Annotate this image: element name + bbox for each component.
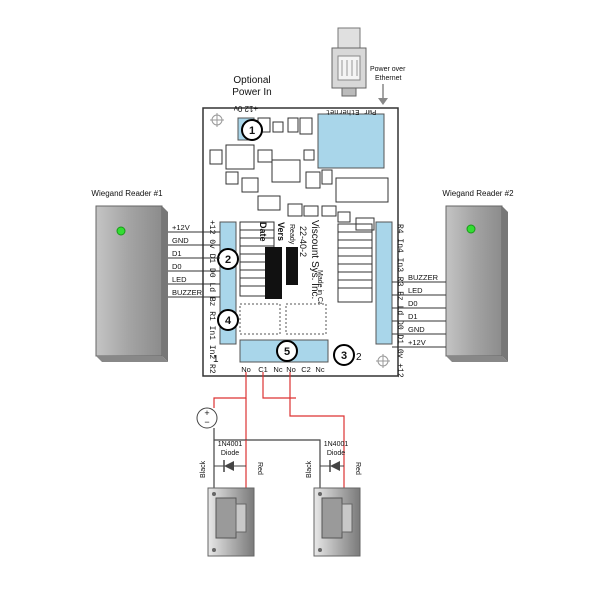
strike2-red: Red <box>354 462 361 475</box>
callout-circle <box>217 309 239 331</box>
optional-power-line1: Optional <box>233 75 270 86</box>
callouts: 1 2 3 4 5 <box>217 119 355 366</box>
diode-1-icon <box>214 460 246 472</box>
callout-number: 4 <box>225 315 232 327</box>
strike1-black: Black <box>200 460 207 478</box>
diode2-line1: 1N4001 <box>324 441 349 448</box>
relay-label: C1 <box>258 365 268 374</box>
board-ready: Ready <box>288 224 295 245</box>
callout-circle <box>276 340 298 362</box>
reader1-wire-label: +12V <box>172 223 190 232</box>
board-company: Viscount Sys. Inc. <box>309 220 320 299</box>
chip-1 <box>265 247 282 299</box>
optional-power-line2: Power In <box>232 87 271 98</box>
board-top-label: +12 0v <box>234 104 258 113</box>
controller-board: +12 0v Pwr Ethernet <box>202 104 404 378</box>
supply-minus: − <box>204 417 209 427</box>
relay-label: Nc <box>273 365 282 374</box>
callout-number: 1 <box>249 125 255 137</box>
poe-label-line2: Ethernet <box>375 75 402 82</box>
board-made-in: Made in Canada <box>316 270 323 321</box>
callout-circle <box>241 119 263 141</box>
reader2-wire-label: BUZZER <box>408 273 439 282</box>
relays <box>239 303 327 335</box>
strike1-red: Red <box>256 462 263 475</box>
reader2-wire-label: +12V <box>408 338 426 347</box>
reader1-wire-label: GND <box>172 236 189 245</box>
reader2-title: Wiegand Reader #2 <box>442 189 514 198</box>
callout-number: 2 <box>225 254 231 266</box>
reader1-body <box>95 205 168 362</box>
diode1-line2: Diode <box>221 450 239 457</box>
side-number-right: 2 <box>356 352 362 363</box>
reader2-wire-label: GND <box>408 325 425 334</box>
diode2-line2: Diode <box>327 450 345 457</box>
board-date: Date <box>258 222 268 242</box>
reader1-wire-label: LED <box>172 275 187 284</box>
right-terminal-pins: R4 In4 In3 R3 Bz Ld D0 D1 0v +12 <box>395 224 404 378</box>
lock-wiring <box>213 372 345 488</box>
supply-plus: + <box>204 408 209 418</box>
relay-label: No <box>241 365 251 374</box>
side-number-left: 1 <box>213 354 219 365</box>
callout-circle <box>333 344 355 366</box>
reader1-wire-label: D1 <box>172 249 182 258</box>
callout-number: 3 <box>341 350 347 362</box>
relay-label: No <box>286 365 296 374</box>
reader1-wire-label: BUZZER <box>172 288 203 297</box>
reader1-title: Wiegand Reader #1 <box>91 189 163 198</box>
down-arrow-icon <box>378 84 388 105</box>
reader2-wire-label: D1 <box>408 312 418 321</box>
ethernet-plug-icon <box>331 27 367 97</box>
relay-label: Nc <box>315 365 324 374</box>
board-model: 22-40-2 <box>298 226 308 257</box>
door-strike-1-icon <box>207 487 255 557</box>
diode-2-icon <box>320 460 344 472</box>
reader2-wire-label: LED <box>408 286 423 295</box>
mount-hole-icon <box>210 113 390 368</box>
reader1-led-icon <box>116 226 126 236</box>
pwr-ethernet-label: Pwr Ethernet <box>326 107 376 115</box>
relay-label: C2 <box>301 365 311 374</box>
reader2-body <box>445 205 508 362</box>
board-vers: Vers <box>276 222 286 241</box>
callout-circle <box>217 248 239 270</box>
resistor-array-right <box>337 223 373 303</box>
callout-number: 5 <box>284 346 290 358</box>
reader2-led-icon <box>466 224 476 234</box>
reader2-wire-label: D0 <box>408 299 418 308</box>
power-supply-icon: + − <box>196 407 218 429</box>
diode1-line1: 1N4001 <box>218 441 243 448</box>
poe-label-line1: Power over <box>370 66 406 73</box>
reader1-wire-label: D0 <box>172 262 182 271</box>
chip-2 <box>286 247 298 285</box>
strike2-black: Black <box>306 460 313 478</box>
door-strike-2-icon <box>313 487 361 557</box>
